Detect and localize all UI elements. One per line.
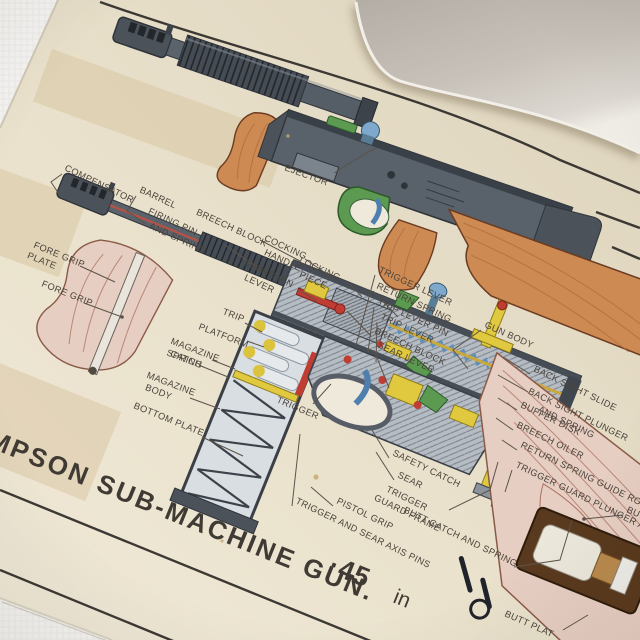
photo-vignette [0,0,640,640]
diagram-canvas: EJECTOR COMPENSATOR BARREL FIRING PIN AN… [0,0,640,640]
photo-of-diagram-page: EJECTOR COMPENSATOR BARREL FIRING PIN AN… [0,0,640,640]
